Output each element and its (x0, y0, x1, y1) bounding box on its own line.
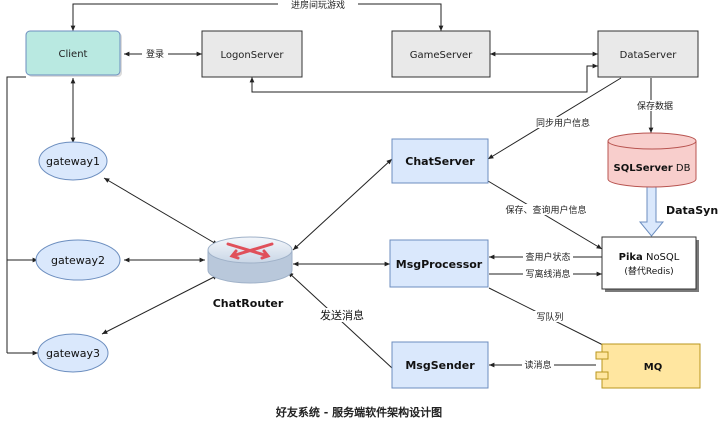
msgprocessor-label: MsgProcessor (396, 258, 483, 271)
sqlserver-db-node: SQLServer DB (607, 132, 697, 188)
gateway3-label: gateway3 (46, 347, 100, 360)
chatserver-node: ChatServer (391, 138, 489, 184)
gateway3-node: gateway3 (37, 333, 109, 373)
edge-client-bus (6, 76, 26, 353)
edge-router-chat (292, 158, 393, 251)
edge-gateway3-router (101, 274, 219, 335)
logonserver-label: LogonServer (220, 50, 284, 61)
edge-logon-data (249, 63, 598, 93)
gameserver-label: GameServer (410, 50, 473, 61)
msgsender-node: MsgSender (391, 341, 489, 389)
edge-label-enter-room: 进房间玩游戏 (291, 0, 345, 11)
chatserver-label: ChatServer (405, 155, 475, 168)
datasync-arrow (638, 185, 665, 237)
client-label: Client (59, 49, 88, 60)
chatrouter-label: ChatRouter (213, 297, 284, 310)
edge-label-query-status: 查用户状态 (525, 251, 570, 263)
msgprocessor-node: MsgProcessor (389, 239, 489, 288)
diagram-caption: 好友系统 - 服务端软件架构设计图 (275, 405, 442, 419)
component-icon (601, 343, 701, 389)
sqlserver-db-label: SQLServer DB (614, 163, 691, 174)
edge-label-save-data: 保存数据 (637, 100, 673, 112)
pika-node: Pika NoSQL (替代Redis) (601, 236, 699, 292)
mq-node: MQ (595, 343, 701, 389)
edge-label-write-offline: 写离线消息 (525, 268, 570, 280)
database-icon (607, 141, 697, 188)
pika-sublabel: (替代Redis) (624, 265, 673, 277)
edge-label-save-query: 保存、查询用户信息 (505, 204, 586, 216)
gateway1-label: gateway1 (46, 155, 100, 168)
dataserver-node: DataServer (597, 30, 699, 78)
edge-label-write-queue: 写队列 (536, 311, 563, 323)
chatrouter-node: ChatRouter (207, 236, 293, 310)
gateway1-node: gateway1 (38, 141, 108, 181)
msgsender-label: MsgSender (405, 359, 475, 372)
client-node: Client (25, 30, 122, 77)
gameserver-node: GameServer (391, 30, 491, 78)
edge-label-login: 登录 (146, 49, 164, 60)
edge-gateway1-router (103, 177, 219, 246)
gateway2-label: gateway2 (51, 254, 105, 267)
datasync-label: DataSync (666, 204, 718, 217)
mq-label: MQ (644, 362, 662, 373)
logonserver-node: LogonServer (201, 30, 303, 78)
gateway2-node: gateway2 (35, 239, 121, 281)
dataserver-label: DataServer (620, 50, 678, 61)
edge-label-sync-user: 同步用户信息 (536, 117, 590, 129)
pika-label: Pika NoSQL (619, 252, 680, 263)
edge-label-read-msg: 读消息 (524, 359, 551, 371)
edge-label-send-msg: 发送消息 (320, 308, 364, 322)
edge-client-game (70, 3, 444, 31)
